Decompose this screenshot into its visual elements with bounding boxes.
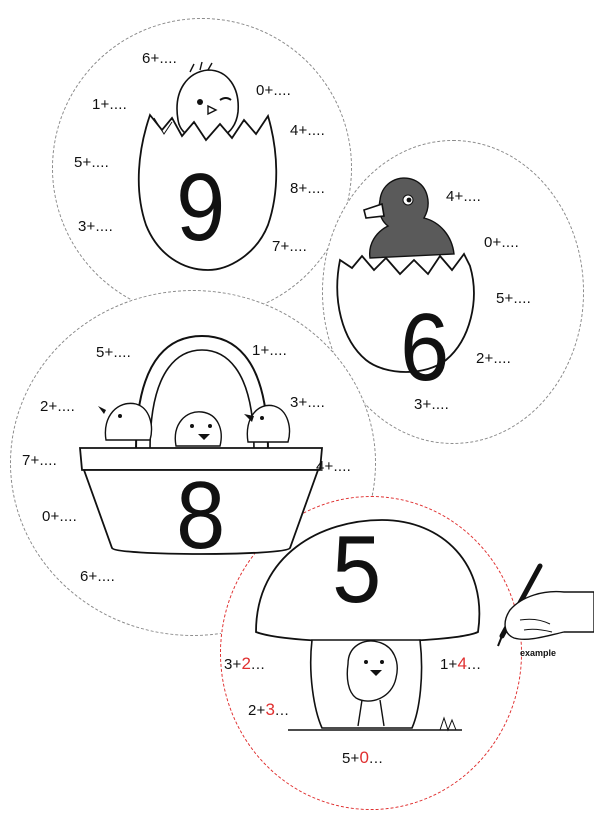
chicks-in-basket-illustration: [79, 334, 323, 555]
big-number-8: 8: [176, 462, 226, 569]
expr-9-8: 8+....: [290, 180, 325, 197]
answer: 4: [457, 654, 468, 673]
big-number-6: 6: [400, 294, 450, 401]
dots: ...: [369, 750, 384, 767]
dots: ...: [251, 656, 266, 673]
expr-6-4: 4+....: [446, 188, 481, 205]
big-number-9: 9: [176, 154, 226, 261]
hand-with-pencil-icon: [497, 563, 594, 647]
answer: 2: [241, 654, 252, 673]
expr-8-2: 2+....: [40, 398, 75, 415]
expr-9-4: 4+....: [290, 122, 325, 139]
expr-5-2: 2+3...: [248, 700, 289, 720]
expr-6-5: 5+....: [496, 290, 531, 307]
expr-5-5: 5+0...: [342, 748, 383, 768]
expr-6-0: 0+....: [484, 234, 519, 251]
expr-8-4: 4+....: [316, 458, 351, 475]
expr-6-3: 3+....: [414, 396, 449, 413]
example-label: example: [520, 648, 557, 658]
dots: ...: [467, 656, 482, 673]
expr-9-1: 1+....: [92, 96, 127, 113]
expr-text: 2+: [248, 702, 266, 719]
expr-8-1: 1+....: [252, 342, 287, 359]
expr-9-3: 3+....: [78, 218, 113, 235]
expr-text: 3+: [224, 656, 242, 673]
expr-8-0: 0+....: [42, 508, 77, 525]
duckling-in-egg-illustration: [336, 177, 475, 373]
expr-text: 1+: [440, 656, 458, 673]
expr-9-6: 6+....: [142, 50, 177, 67]
expr-8-3: 3+....: [290, 394, 325, 411]
expr-5-3: 3+2...: [224, 654, 265, 674]
expr-8-7: 7+....: [22, 452, 57, 469]
expr-9-7: 7+....: [272, 238, 307, 255]
answer: 3: [265, 700, 276, 719]
expr-8-6: 6+....: [80, 568, 115, 585]
expr-8-5: 5+....: [96, 344, 131, 361]
chick-in-egg-illustration: [137, 61, 278, 271]
answer: 0: [359, 748, 370, 767]
expr-6-2: 2+....: [476, 350, 511, 367]
big-number-5: 5: [332, 516, 382, 623]
dots: ...: [275, 702, 290, 719]
expr-9-0: 0+....: [256, 82, 291, 99]
chick-under-mushroom-illustration: [255, 519, 481, 732]
expr-5-1: 1+4...: [440, 654, 481, 674]
expr-text: 5+: [342, 750, 360, 767]
expr-9-5: 5+....: [74, 154, 109, 171]
